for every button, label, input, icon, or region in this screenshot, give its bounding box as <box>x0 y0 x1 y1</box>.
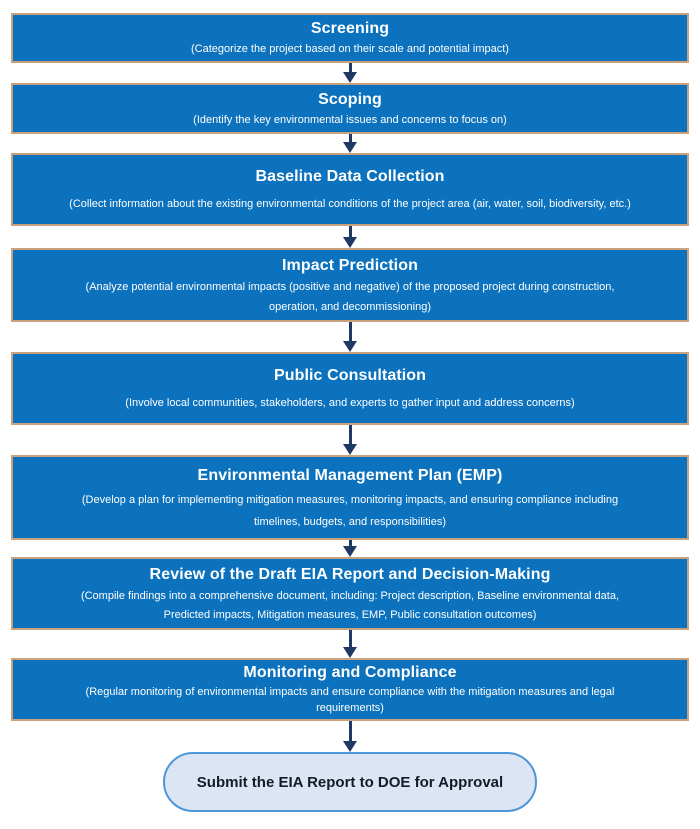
step-description: timelines, budgets, and responsibilities… <box>254 515 446 528</box>
step-title: Monitoring and Compliance <box>243 664 457 682</box>
arrow-down-icon <box>343 540 357 557</box>
step-box-screening: Screening (Categorize the project based … <box>11 13 689 63</box>
step-box-review-draft-eia-report: Review of the Draft EIA Report and Decis… <box>11 557 689 630</box>
step-title: Review of the Draft EIA Report and Decis… <box>149 565 551 583</box>
step-box-scoping: Scoping (Identify the key environmental … <box>11 83 689 134</box>
step-title: Scoping <box>318 90 382 108</box>
step-box-monitoring-and-compliance: Monitoring and Compliance (Regular monit… <box>11 658 689 721</box>
arrow-down-icon <box>343 721 357 752</box>
step-description: (Involve local communities, stakeholders… <box>125 397 575 410</box>
step-description: (Categorize the project based on their s… <box>191 43 509 56</box>
step-description: (Analyze potential environmental impacts… <box>85 281 615 294</box>
final-node-label: Submit the EIA Report to DOE for Approva… <box>196 773 504 791</box>
step-title: Public Consultation <box>273 366 427 384</box>
step-title: Impact Prediction <box>282 256 418 274</box>
final-node-submit-eia-report: Submit the EIA Report to DOE for Approva… <box>163 752 537 812</box>
step-title: Environmental Management Plan (EMP) <box>197 466 503 484</box>
flow-connector <box>343 721 357 752</box>
step-box-public-consultation: Public Consultation (Involve local commu… <box>11 352 689 425</box>
step-description: (Regular monitoring of environmental imp… <box>85 685 615 698</box>
step-box-baseline-data-collection: Baseline Data Collection (Collect inform… <box>11 153 689 226</box>
step-description: (Develop a plan for implementing mitigat… <box>81 493 619 506</box>
step-box-impact-prediction: Impact Prediction (Analyze potential env… <box>11 248 689 322</box>
flow-connector <box>343 425 357 455</box>
arrow-down-icon <box>343 226 357 248</box>
step-description: Predicted impacts, Mitigation measures, … <box>163 608 537 621</box>
step-description: operation, and decommissioning) <box>268 300 432 313</box>
arrow-down-icon <box>343 322 357 352</box>
flow-connector <box>343 630 357 658</box>
flow-connector <box>343 63 357 83</box>
flow-connector <box>343 226 357 248</box>
step-title: Baseline Data Collection <box>255 167 445 185</box>
step-description: (Compile findings into a comprehensive d… <box>80 589 620 602</box>
step-description: (Collect information about the existing … <box>69 198 631 211</box>
step-title: Screening <box>310 20 390 38</box>
arrow-down-icon <box>343 63 357 83</box>
arrow-down-icon <box>343 425 357 455</box>
step-description: requirements) <box>316 702 384 715</box>
arrow-down-icon <box>343 134 357 153</box>
flow-connector <box>343 540 357 557</box>
step-description: (Identify the key environmental issues a… <box>193 113 507 126</box>
flow-connector <box>343 134 357 153</box>
flow-connector <box>343 322 357 352</box>
arrow-down-icon <box>343 630 357 658</box>
step-box-environmental-management-plan: Environmental Management Plan (EMP) (Dev… <box>11 455 689 540</box>
